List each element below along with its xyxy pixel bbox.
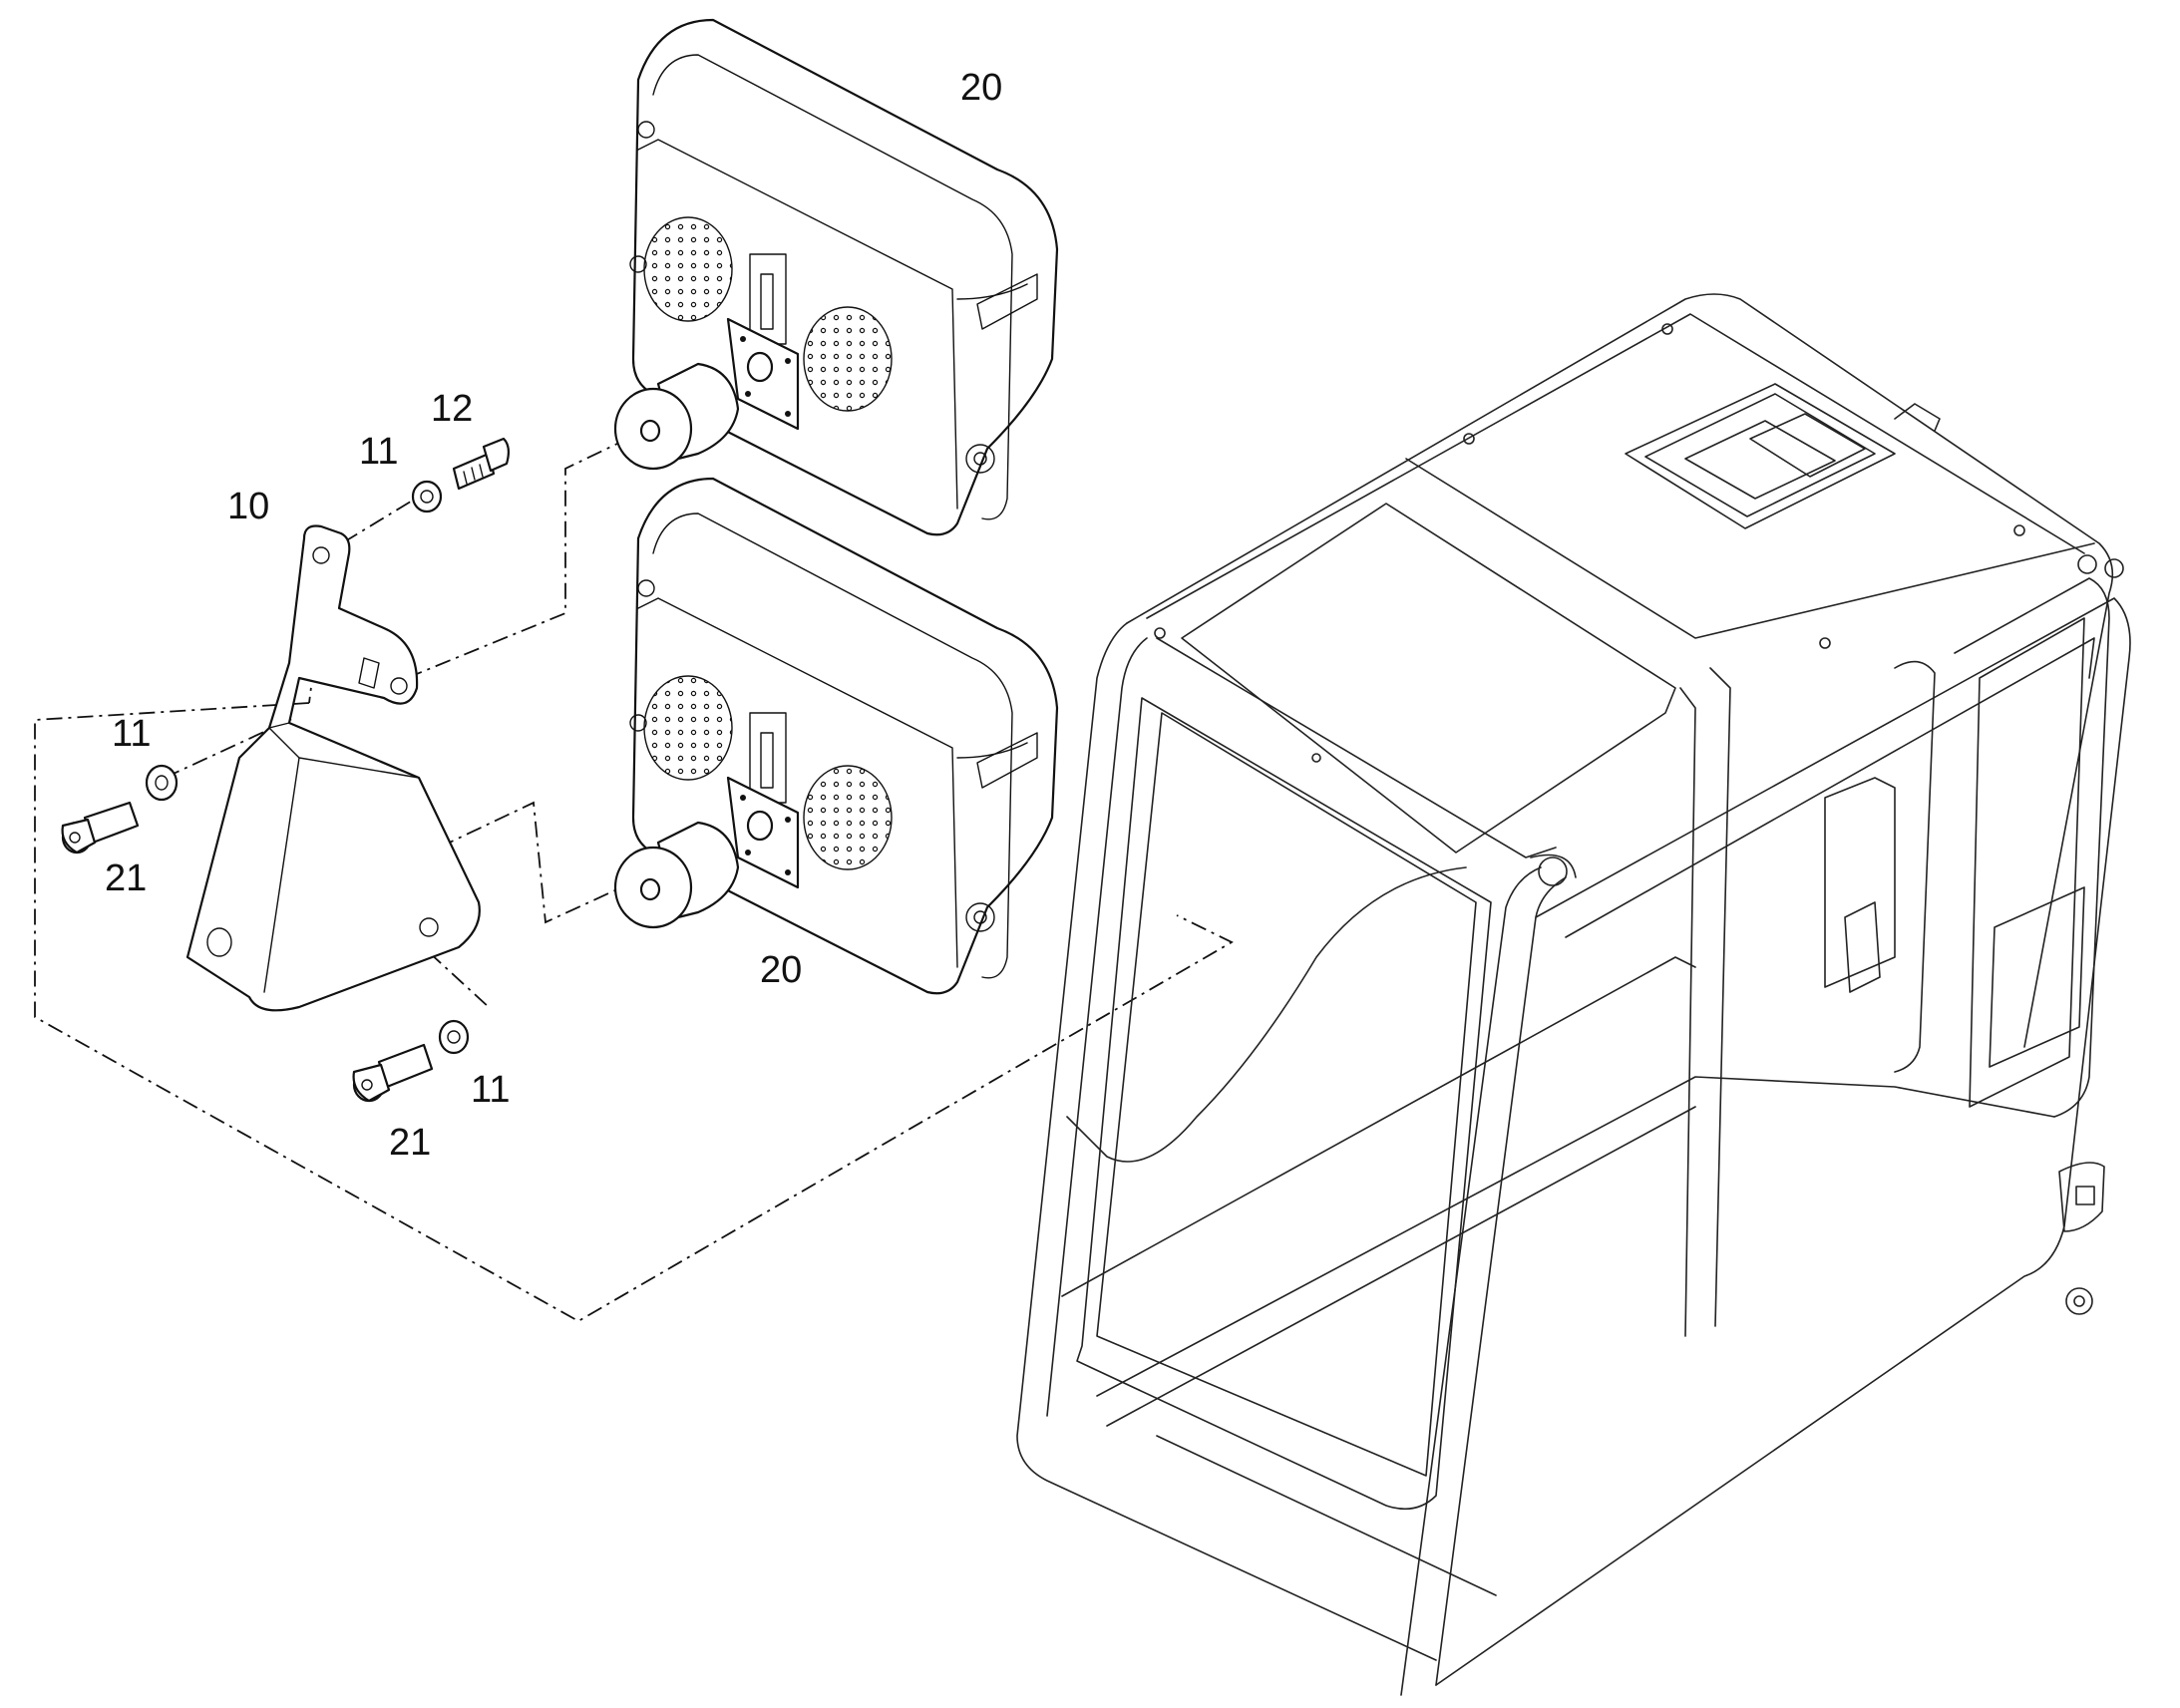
bolt-12 bbox=[452, 437, 511, 491]
bolt-21-bottom bbox=[352, 1043, 434, 1103]
washer-11-bottom bbox=[438, 1019, 470, 1055]
washer-11-top bbox=[411, 480, 443, 513]
callout-20-lower: 20 bbox=[760, 949, 802, 991]
callout-21-bottom: 21 bbox=[389, 1122, 431, 1164]
callout-20-upper: 20 bbox=[960, 67, 1002, 109]
callout-21-left: 21 bbox=[105, 857, 147, 899]
mounting-bracket bbox=[185, 524, 481, 1012]
operator-cab bbox=[1016, 293, 2131, 1696]
callout-11-top: 11 bbox=[359, 431, 398, 473]
callout-labels: 20 12 11 10 11 21 20 11 21 bbox=[105, 67, 1002, 1164]
callout-10: 10 bbox=[227, 486, 269, 527]
washer-11-left bbox=[145, 764, 179, 802]
work-light-lower bbox=[613, 477, 1059, 995]
callout-11-bottom: 11 bbox=[471, 1069, 510, 1111]
work-light-upper bbox=[613, 18, 1059, 536]
callout-11-left: 11 bbox=[112, 713, 151, 755]
callout-12: 12 bbox=[431, 388, 473, 430]
bolt-21-left bbox=[61, 801, 140, 854]
